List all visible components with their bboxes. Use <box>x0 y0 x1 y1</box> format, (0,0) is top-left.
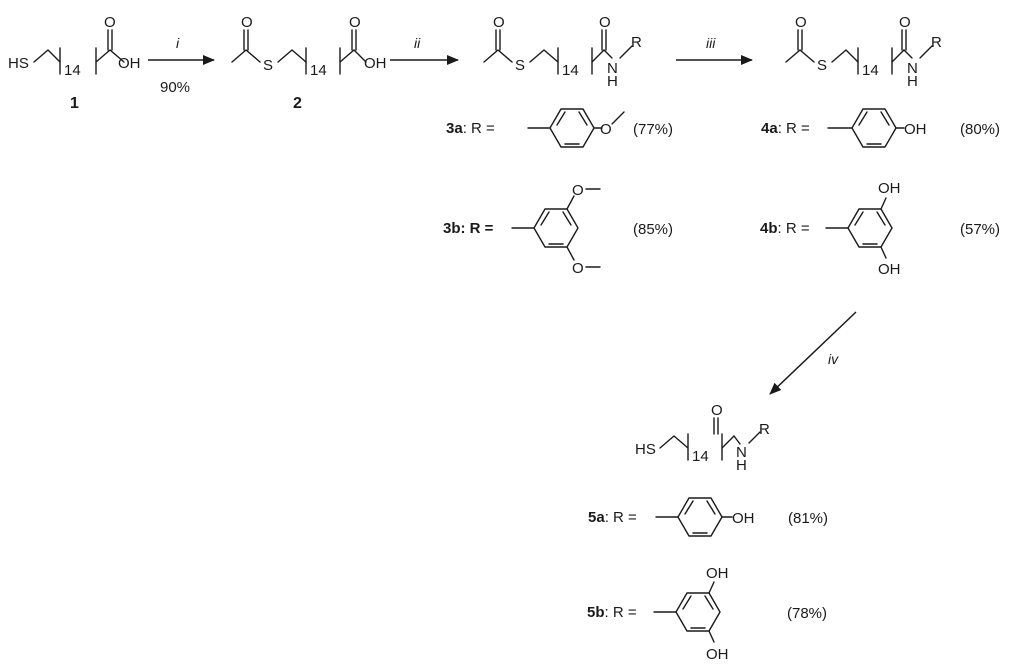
atom-o: O <box>599 14 611 31</box>
yield-5b: (78%) <box>787 605 827 622</box>
atom-o: O <box>493 14 505 31</box>
compound-5a-row: 5a: R = OH (81%) <box>588 497 828 537</box>
compound-4-structure: O S O N H R 14 <box>785 14 942 90</box>
atom-oh: OH <box>732 510 755 527</box>
compound-4b-row: 4b: R = OH OH (57%) <box>760 180 1000 278</box>
atom-r: R <box>759 421 770 438</box>
atom-n: N <box>736 444 747 461</box>
reagent-label-iii: iii <box>706 35 716 51</box>
atom-oh: OH <box>706 565 729 582</box>
chain-length: 14 <box>562 62 579 79</box>
r-definition-5a: 5a: R = <box>588 509 637 526</box>
reagent-label-i: i <box>176 35 180 51</box>
compound-5-structure: HS O N H R 14 <box>635 402 770 474</box>
r-definition-4b: 4b: R = <box>760 220 810 237</box>
yield-4a: (80%) <box>960 121 1000 138</box>
atom-o: O <box>572 182 584 199</box>
atom-r: R <box>931 34 942 51</box>
atom-o: O <box>241 14 253 31</box>
reaction-arrow-iv <box>769 311 857 395</box>
atom-oh: OH <box>364 55 387 72</box>
atom-n: N <box>907 60 918 77</box>
reagent-label-ii: ii <box>414 35 421 51</box>
atom-o: O <box>572 260 584 277</box>
yield-3a: (77%) <box>633 121 673 138</box>
compound-2-structure: O S O OH 14 <box>231 14 387 79</box>
atom-oh: OH <box>118 55 141 72</box>
r-definition-5b: 5b: R = <box>587 604 637 621</box>
atom-o: O <box>711 402 723 419</box>
compound-label-2: 2 <box>293 95 302 112</box>
yield-step-i: 90% <box>160 79 190 96</box>
reagent-label-iv: iv <box>828 351 839 367</box>
compound-5b-row: 5b: R = OH OH (78%) <box>587 565 827 663</box>
atom-n: N <box>607 60 618 77</box>
atom-oh: OH <box>706 646 729 663</box>
atom-h: H <box>607 73 618 90</box>
atom-o: O <box>349 14 361 31</box>
atom-o: O <box>899 14 911 31</box>
compound-3-structure: O S O N H R 14 <box>483 14 642 90</box>
compound-3a-row: 3a: R = O (77%) <box>446 108 673 148</box>
chain-length: 14 <box>64 62 81 79</box>
atom-r: R <box>631 34 642 51</box>
chain-length: 14 <box>692 448 709 465</box>
r-definition-3a: 3a: R = <box>446 120 495 137</box>
atom-oh: OH <box>878 180 901 197</box>
atom-oh: OH <box>904 121 927 138</box>
atom-s: S <box>263 57 273 74</box>
atom-o: O <box>795 14 807 31</box>
atom-o: O <box>104 14 116 31</box>
atom-o: O <box>600 121 612 138</box>
yield-4b: (57%) <box>960 221 1000 238</box>
compound-4a-row: 4a: R = OH (80%) <box>761 108 1000 148</box>
atom-hs: HS <box>8 55 29 72</box>
r-definition-3b: 3b: R = <box>443 220 494 237</box>
yield-3b: (85%) <box>633 221 673 238</box>
compound-1-structure: HS O OH 14 <box>8 14 141 79</box>
atom-s: S <box>515 57 525 74</box>
chain-length: 14 <box>862 62 879 79</box>
atom-h: H <box>736 457 747 474</box>
compound-3b-row: 3b: R = O O (85%) <box>443 182 673 277</box>
chain-length: 14 <box>310 62 327 79</box>
r-definition-4a: 4a: R = <box>761 120 810 137</box>
atom-oh: OH <box>878 261 901 278</box>
atom-hs: HS <box>635 441 656 458</box>
atom-s: S <box>817 57 827 74</box>
yield-5a: (81%) <box>788 510 828 527</box>
atom-h: H <box>907 73 918 90</box>
compound-label-1: 1 <box>70 95 79 112</box>
